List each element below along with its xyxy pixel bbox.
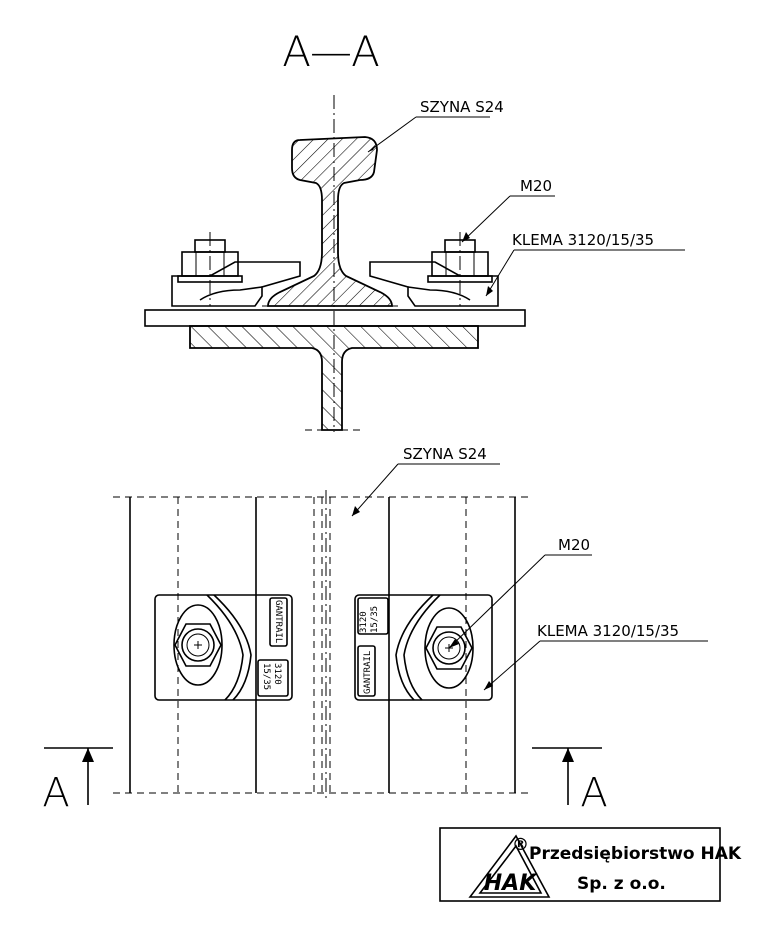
logo-frame (439, 827, 721, 902)
clip-left-code-2: 15/35 (261, 663, 271, 690)
section-view: SZYNA S24 M20 KLEMA 3120/15/35 (144, 95, 685, 432)
label-clip-section: KLEMA 3120/15/35 (512, 231, 654, 249)
label-rail-plan: SZYNA S24 (403, 445, 487, 463)
leader-rail-plan: SZYNA S24 (351, 445, 500, 517)
section-mark-left: A (42, 747, 113, 816)
company-logo-block: HAK ® Przedsiębiorstwo HAK Sp. z o.o. (439, 827, 742, 902)
leader-rail-section: SZYNA S24 (367, 98, 504, 153)
clip-right-section (369, 232, 499, 307)
label-clip-plan: KLEMA 3120/15/35 (537, 622, 679, 640)
section-mark-left-letter: A (42, 770, 69, 816)
clip-left-plan: GANTRAIL 3120 15/35 (154, 594, 293, 701)
clip-left-brand: GANTRAIL (273, 600, 283, 643)
section-mark-right-letter: A (580, 770, 607, 816)
leader-bolt-plan: M20 (448, 536, 592, 649)
company-legal-form: Sp. z o.o. (577, 874, 666, 894)
label-rail-section: SZYNA S24 (420, 98, 504, 116)
registered-mark: ® (512, 835, 529, 855)
leader-clip-section: KLEMA 3120/15/35 (485, 231, 685, 297)
clip-right-brand: GANTRAIL (363, 651, 373, 694)
base-plate (144, 309, 526, 327)
leader-bolt-section: M20 (461, 177, 555, 243)
beam-section (189, 325, 479, 431)
clip-left-code-1: 3120 (272, 663, 282, 685)
label-bolt-section: M20 (520, 177, 552, 195)
company-name: Przedsiębiorstwo HAK (529, 844, 742, 864)
leader-clip-plan: KLEMA 3120/15/35 (483, 622, 708, 691)
plan-view: GANTRAIL 3120 15/35 3120 15/35 GANTRAIL (42, 445, 708, 816)
section-title: A—A (282, 27, 380, 76)
hak-monogram: HAK (468, 834, 551, 898)
clip-right-plan: 3120 15/35 GANTRAIL (354, 594, 493, 701)
clip-right-code-2: 15/35 (370, 606, 380, 633)
label-bolt-plan: M20 (558, 536, 590, 554)
clip-left-section (171, 232, 301, 307)
section-mark-right: A (532, 747, 608, 816)
clip-right-code-1: 3120 (359, 611, 369, 633)
hak-monogram-text: HAK (484, 871, 538, 896)
